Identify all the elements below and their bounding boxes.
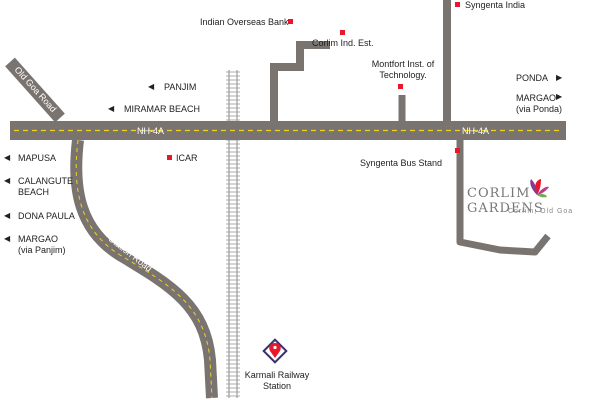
highway-label-left: NH-4A bbox=[137, 126, 164, 136]
mapusa-label: MAPUSA bbox=[18, 153, 57, 163]
calangute-label: CALANGUTE BEACH bbox=[18, 176, 74, 197]
margao-ponda-label: MARGAO bbox=[516, 93, 557, 103]
station-pin-icon bbox=[262, 338, 288, 364]
corlim-gardens-tagline: Corlim, Old Goa bbox=[508, 208, 574, 215]
margao-ponda-sub-label: (via Ponda) bbox=[516, 104, 563, 114]
miramar-arrow-icon: ◀ bbox=[108, 104, 115, 113]
corlim-ind-est-road bbox=[270, 41, 330, 124]
syngenta-india-label: Syngenta India bbox=[465, 0, 526, 10]
dona-paula-label: DONA PAULA bbox=[18, 211, 75, 221]
old-goa-road bbox=[5, 57, 65, 123]
corlim-ind-est-marker bbox=[340, 30, 345, 35]
dona-paula-arrow-icon: ◀ bbox=[4, 211, 11, 220]
panjim-label: PANJIM bbox=[164, 82, 197, 92]
corlim-ind-est-label: Corlim Ind. Est. bbox=[312, 38, 374, 48]
old-goa-road-label: Old Goa Road bbox=[13, 65, 59, 114]
panjim-arrow-icon: ◀ bbox=[148, 82, 155, 91]
corlim-gardens-brand: CORLIM GARDENS bbox=[467, 186, 544, 216]
syngenta-india-marker bbox=[455, 2, 460, 7]
margao-panjim-sub-label: (via Panjim) bbox=[18, 245, 66, 255]
margao-panjim-label: MARGAO bbox=[18, 234, 59, 244]
margao-ponda-arrow-icon: ▶ bbox=[556, 92, 563, 101]
icar-marker bbox=[167, 155, 172, 160]
indian-overseas-bank-label: Indian Overseas Bank bbox=[200, 17, 289, 27]
railway-track bbox=[226, 70, 240, 398]
miramar-label: MIRAMAR BEACH bbox=[124, 104, 201, 114]
mapusa-arrow-icon: ◀ bbox=[4, 153, 11, 162]
syngenta-bus-stand-marker bbox=[455, 148, 460, 153]
ponda-label: PONDA bbox=[516, 73, 549, 83]
margao-panjim-arrow-icon: ◀ bbox=[4, 234, 11, 243]
syngenta-bus-stand-label: Syngenta Bus Stand bbox=[360, 158, 443, 168]
station-road-marking bbox=[75, 139, 213, 399]
highway-label-right: NH-4A bbox=[462, 126, 489, 136]
karmali-station-label: Karmali Railway Station bbox=[244, 370, 310, 391]
indian-overseas-bank-marker bbox=[288, 19, 293, 24]
ponda-arrow-icon: ▶ bbox=[556, 73, 563, 82]
montfort-marker bbox=[398, 84, 403, 89]
flower-logo-icon bbox=[530, 179, 549, 198]
montfort-label: Montfort Inst. of Technology. bbox=[371, 59, 435, 80]
calangute-arrow-icon: ◀ bbox=[4, 176, 11, 185]
corlim-gardens-road bbox=[456, 138, 551, 256]
icar-label: ICAR bbox=[176, 153, 198, 163]
